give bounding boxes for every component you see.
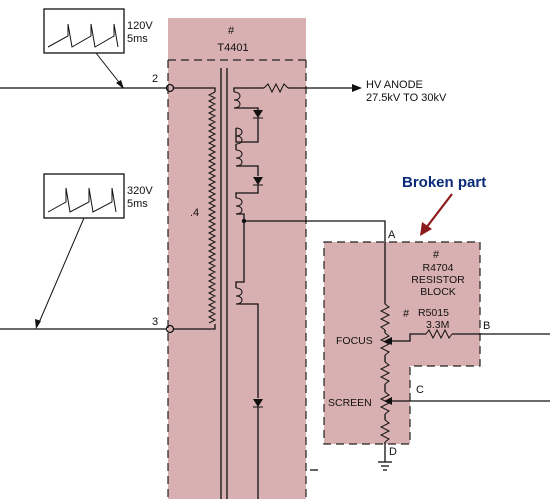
- pin3-to-coil: [174, 324, 216, 330]
- hv-anode-label: HV ANODE: [366, 79, 423, 91]
- focus-label: FOCUS: [336, 335, 373, 347]
- pin2-terminal: [165, 83, 175, 93]
- resistor-block-region: [324, 242, 480, 444]
- waveform-bottom-pointer: [37, 217, 85, 326]
- node-d-label: D: [389, 446, 397, 458]
- secondary-bumps-1: [233, 91, 241, 109]
- waveform-bottom: 320V 5ms: [35, 173, 153, 329]
- secondary-diode-2: [253, 177, 263, 185]
- block-line2: RESISTOR: [411, 274, 465, 286]
- hv-anode-arrowhead: [352, 84, 362, 92]
- waveform-bottom-period: 5ms: [127, 198, 148, 210]
- resistor-chain-bottom: [379, 419, 391, 443]
- pin3-label: 3: [152, 316, 158, 328]
- secondary-link-4: [236, 165, 259, 176]
- secondary-link-6: [235, 221, 245, 288]
- primary-coil: [207, 91, 217, 324]
- waveform-top-voltage: 120V: [127, 20, 153, 32]
- resistor-chain-top: [379, 303, 391, 331]
- secondary-bumps-2: [235, 127, 243, 145]
- tap-to-block-wire: [244, 220, 386, 304]
- secondary-link-5: [235, 185, 259, 198]
- screen-label: SCREEN: [328, 397, 372, 409]
- node-c-label: C: [416, 384, 424, 396]
- waveform-bottom-sawtooth: [47, 187, 117, 213]
- secondary-diode-1: [253, 110, 263, 118]
- block-sub-value: 3.3M: [426, 319, 449, 331]
- ground-symbol: [378, 461, 392, 471]
- broken-part-callout: Broken part: [402, 174, 486, 191]
- hv-anode-voltage: 27.5kV TO 30kV: [366, 92, 447, 104]
- block-sub-symbol: #: [403, 308, 410, 320]
- node-a-label: A: [388, 229, 396, 241]
- waveform-top-period: 5ms: [127, 33, 148, 45]
- block-symbol: #: [433, 249, 440, 261]
- secondary-link-7: [236, 303, 259, 398]
- pin2-to-coil: [174, 87, 216, 92]
- focus-wiper-arrow: [384, 337, 392, 345]
- secondary-winding: [233, 87, 263, 499]
- waveform-top-pointer: [95, 52, 123, 87]
- waveform-bottom-pointer-head: [35, 319, 41, 329]
- transformer-symbol: #: [228, 25, 235, 37]
- waveform-bottom-voltage: 320V: [127, 185, 153, 197]
- transformer-ref: T4401: [217, 42, 248, 54]
- secondary-bumps-3: [235, 149, 243, 167]
- secondary-bumps-4: [235, 197, 243, 215]
- secondary-diode-3: [253, 399, 263, 407]
- block-line3: BLOCK: [420, 286, 456, 298]
- node-b-label: B: [483, 320, 490, 332]
- secondary-tap-link: [236, 213, 245, 221]
- waveform-top: 120V 5ms: [43, 8, 153, 89]
- secondary-top-lead: [233, 87, 240, 92]
- waveform-top-sawtooth: [47, 23, 119, 48]
- focus-wiper-line: [392, 333, 426, 342]
- resistor-block-border: [323, 241, 481, 445]
- resistor-chain-mid: [379, 361, 391, 385]
- waveform-top-pointer-head: [116, 80, 124, 89]
- transformer-shaded-region: [168, 18, 306, 499]
- focus-pot: [379, 332, 391, 356]
- waveform-top-box: [43, 8, 125, 54]
- screen-wiper-arrow: [384, 397, 392, 405]
- transformer-dashed-border: [167, 59, 307, 499]
- secondary-bumps-5: [235, 287, 243, 305]
- pin2-label: 2: [152, 73, 158, 85]
- focus-resistor-r5015: [425, 328, 453, 340]
- block-ref: R4704: [423, 262, 454, 274]
- hv-anode-resistor: [263, 82, 289, 94]
- core-label: .4: [190, 207, 199, 219]
- block-sub-ref: R5015: [418, 307, 449, 319]
- callout-arrowhead: [420, 222, 432, 236]
- secondary-link-1: [234, 107, 259, 110]
- callout-arrow-line: [425, 193, 453, 229]
- pin3-terminal: [165, 324, 175, 334]
